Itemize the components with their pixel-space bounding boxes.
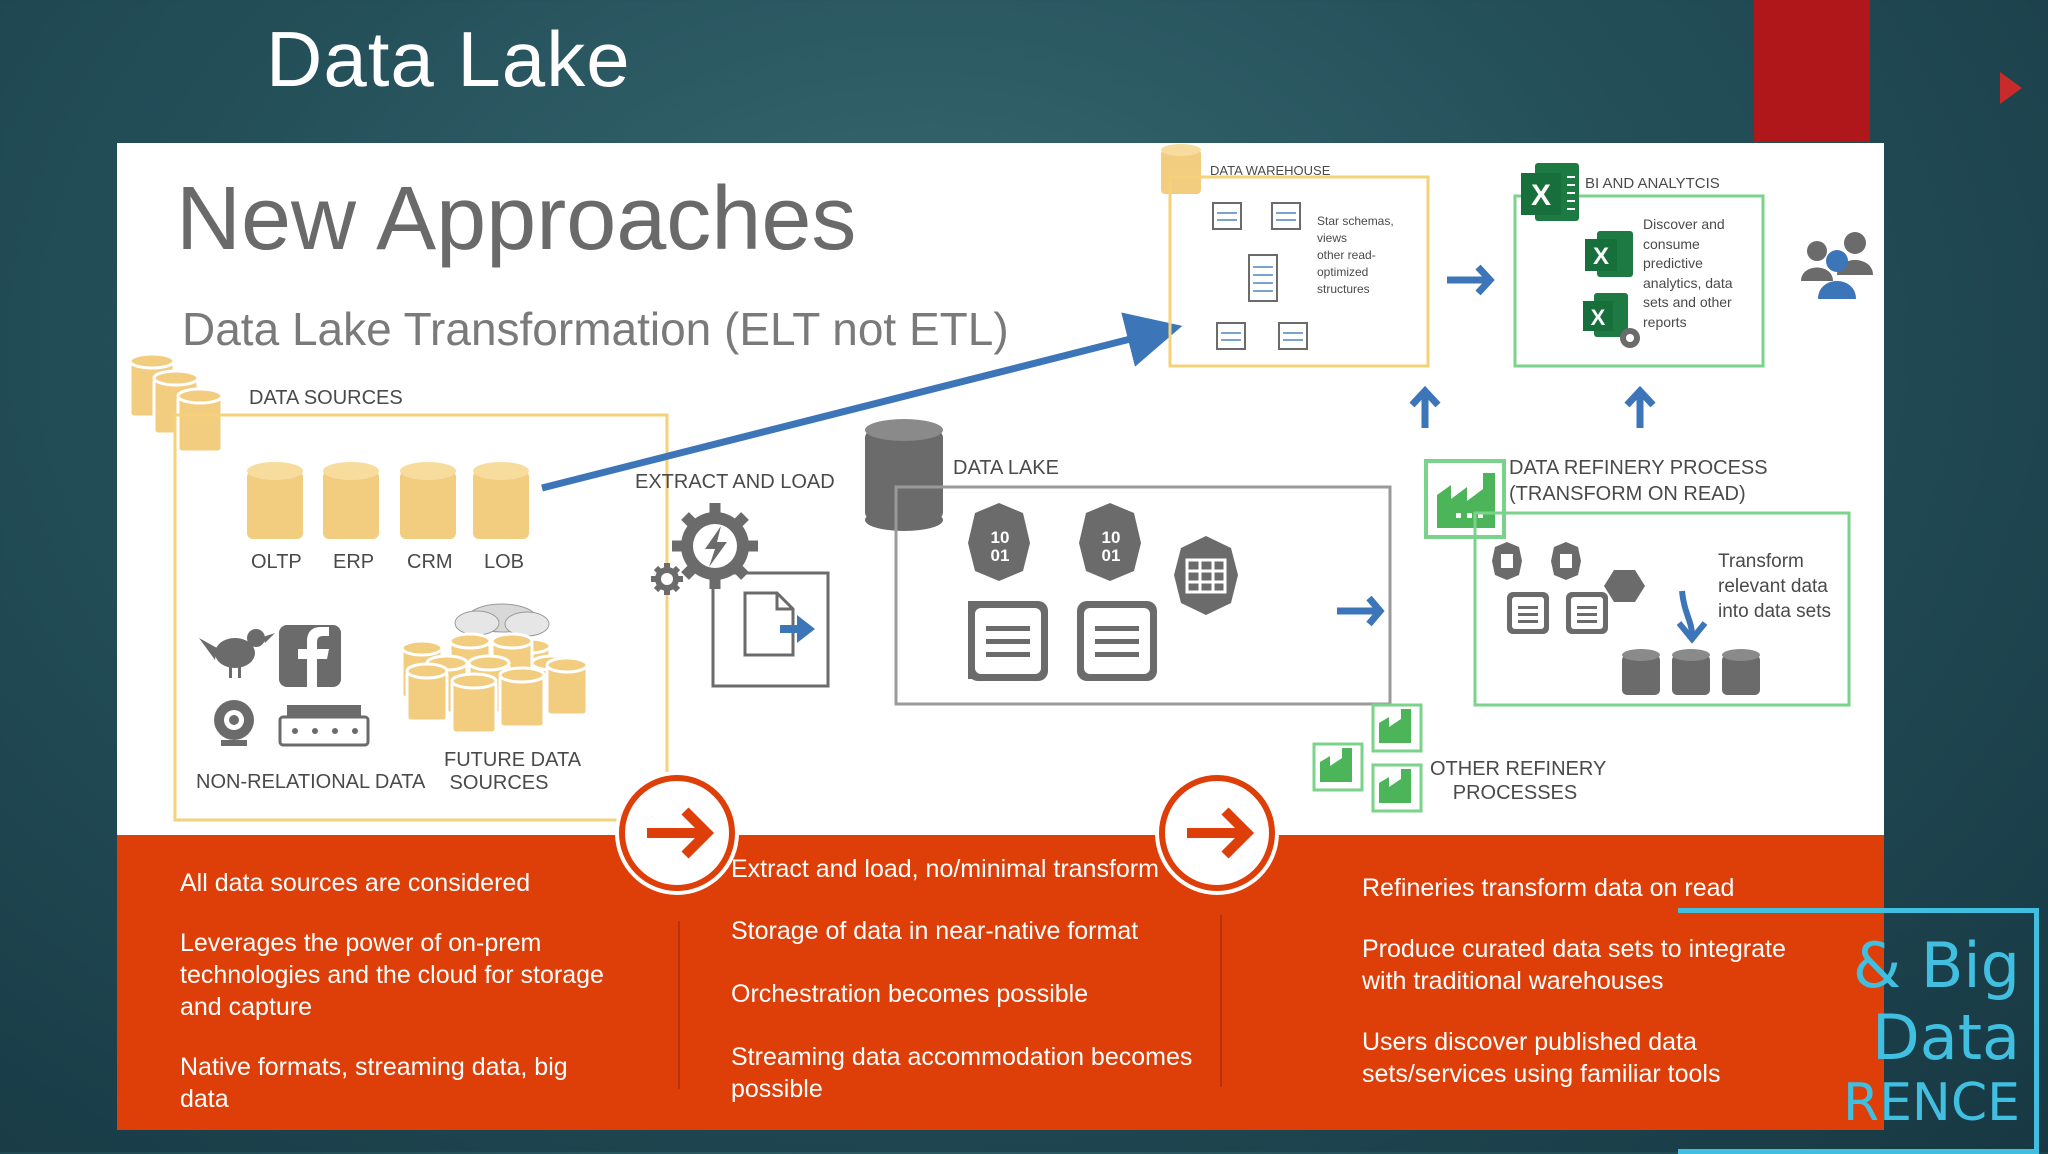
excel-icon-medium: X xyxy=(1585,231,1633,277)
summary-item: Leverages the power of on-prem technolog… xyxy=(180,929,604,1021)
bi-analytics-box xyxy=(1513,194,1765,368)
binary-data-icon-2 xyxy=(1079,503,1141,581)
oltp-label: OLTP xyxy=(251,551,302,573)
svg-text:X: X xyxy=(1591,305,1606,330)
lob-label: LOB xyxy=(484,551,525,573)
diagram-graphics: X X X xyxy=(128,144,1873,822)
summary-column-3: Refineries transform data on read Produc… xyxy=(1362,872,1802,1090)
conference-logo-overlay: & Big Data RENCE xyxy=(1678,908,2039,1154)
summary-band: All data sources are considered Leverage… xyxy=(117,835,1884,1130)
extract-load-gear-icon xyxy=(651,503,758,595)
summary-item: All data sources are considered xyxy=(180,869,531,897)
up-arrow-to-warehouse-icon xyxy=(1409,385,1441,428)
data-sources-box xyxy=(173,413,669,822)
oltp-database-icon xyxy=(247,462,303,539)
right-arrow-icon xyxy=(1187,807,1255,859)
arrow-to-refinery-icon xyxy=(1337,595,1385,627)
summary-item: Users discover published data sets/servi… xyxy=(1362,1028,1721,1088)
summary-column-1: All data sources are considered Leverage… xyxy=(180,867,610,1115)
heading-new-approaches: New Approaches xyxy=(176,169,857,269)
webcam-icon xyxy=(214,700,254,746)
data-lake-label: DATA LAKE xyxy=(953,457,1059,479)
extract-load-arrow xyxy=(541,312,1183,492)
data-warehouse-box xyxy=(1168,175,1430,368)
summary-item: Orchestration becomes possible xyxy=(731,980,1089,1008)
summary-item: Refineries transform data on read xyxy=(1362,874,1735,902)
refinery-factory-icon xyxy=(1424,459,1506,539)
document-data-icon-2 xyxy=(1077,601,1157,681)
excel-gear-icon: X xyxy=(1583,293,1640,348)
column-divider-2 xyxy=(1220,915,1222,1087)
refined-data-sets-icons xyxy=(1622,649,1760,695)
slide-title: Data Lake xyxy=(266,15,631,103)
flow-arrow-badge-2 xyxy=(1159,775,1275,891)
lob-database-icon xyxy=(473,462,529,539)
transform-down-arrow-icon xyxy=(1676,590,1708,644)
extract-load-label: EXTRACT AND LOAD xyxy=(635,471,835,493)
document-data-icon-1 xyxy=(968,601,1048,681)
slide-nav-arrow-icon xyxy=(2000,72,2022,104)
document-export-icon xyxy=(743,591,815,657)
crm-label: CRM xyxy=(407,551,453,573)
data-refinery-box xyxy=(1473,511,1851,707)
extract-load-box xyxy=(711,571,830,688)
summary-item: Produce curated data sets to integrate w… xyxy=(1362,935,1786,995)
data-warehouse-label: DATA WAREHOUSE xyxy=(1210,163,1331,178)
facebook-icon xyxy=(279,625,341,687)
column-divider-1 xyxy=(678,921,680,1089)
data-refinery-label: DATA REFINERY PROCESS(TRANSFORM ON READ) xyxy=(1509,457,1768,505)
flow-arrow-badge-1 xyxy=(619,775,735,891)
grid-data-icon xyxy=(1174,536,1238,615)
svg-text:X: X xyxy=(1593,243,1609,270)
other-refinery-icons xyxy=(1312,703,1423,813)
arrow-to-bi-icon xyxy=(1447,264,1495,296)
data-warehouse-cylinder-icon xyxy=(1161,144,1201,194)
non-relational-data-label: NON-RELATIONAL DATA xyxy=(196,771,426,793)
data-sources-label: DATA SOURCES xyxy=(249,387,403,409)
erp-database-icon xyxy=(323,462,379,539)
diagram-panel: New Approaches Data Lake Transformation … xyxy=(117,143,1884,835)
binary-data-icon-1 xyxy=(968,503,1030,581)
heading-data-lake-transformation: Data Lake Transformation (ELT not ETL) xyxy=(182,303,1009,355)
network-device-icon xyxy=(278,705,370,747)
excel-icon-large: X xyxy=(1521,163,1579,221)
summary-item: Native formats, streaming data, big data xyxy=(180,1053,568,1113)
users-group-icon xyxy=(1801,232,1873,299)
up-arrow-to-bi-icon xyxy=(1624,385,1656,428)
warehouse-table-icons xyxy=(1212,202,1308,350)
summary-item: Storage of data in near-native format xyxy=(731,917,1139,945)
crm-database-icon xyxy=(400,462,456,539)
data-sources-stack-icon xyxy=(128,352,224,454)
summary-column-2: Extract and load, no/minimal transform S… xyxy=(731,853,1201,1105)
data-lake-cylinder-icon xyxy=(865,419,943,531)
summary-item: Extract and load, no/minimal transform xyxy=(731,855,1159,883)
right-arrow-icon xyxy=(647,807,715,859)
twitter-bird-icon xyxy=(199,629,275,678)
erp-label: ERP xyxy=(333,551,375,573)
data-lake-box xyxy=(894,485,1392,706)
summary-item: Streaming data accommodation becomes pos… xyxy=(731,1043,1193,1103)
future-data-sources-icon xyxy=(400,603,589,735)
bi-analytics-label: BI AND ANALYTCIS xyxy=(1585,175,1720,192)
red-accent-bar xyxy=(1754,0,1870,142)
svg-text:X: X xyxy=(1531,179,1551,212)
